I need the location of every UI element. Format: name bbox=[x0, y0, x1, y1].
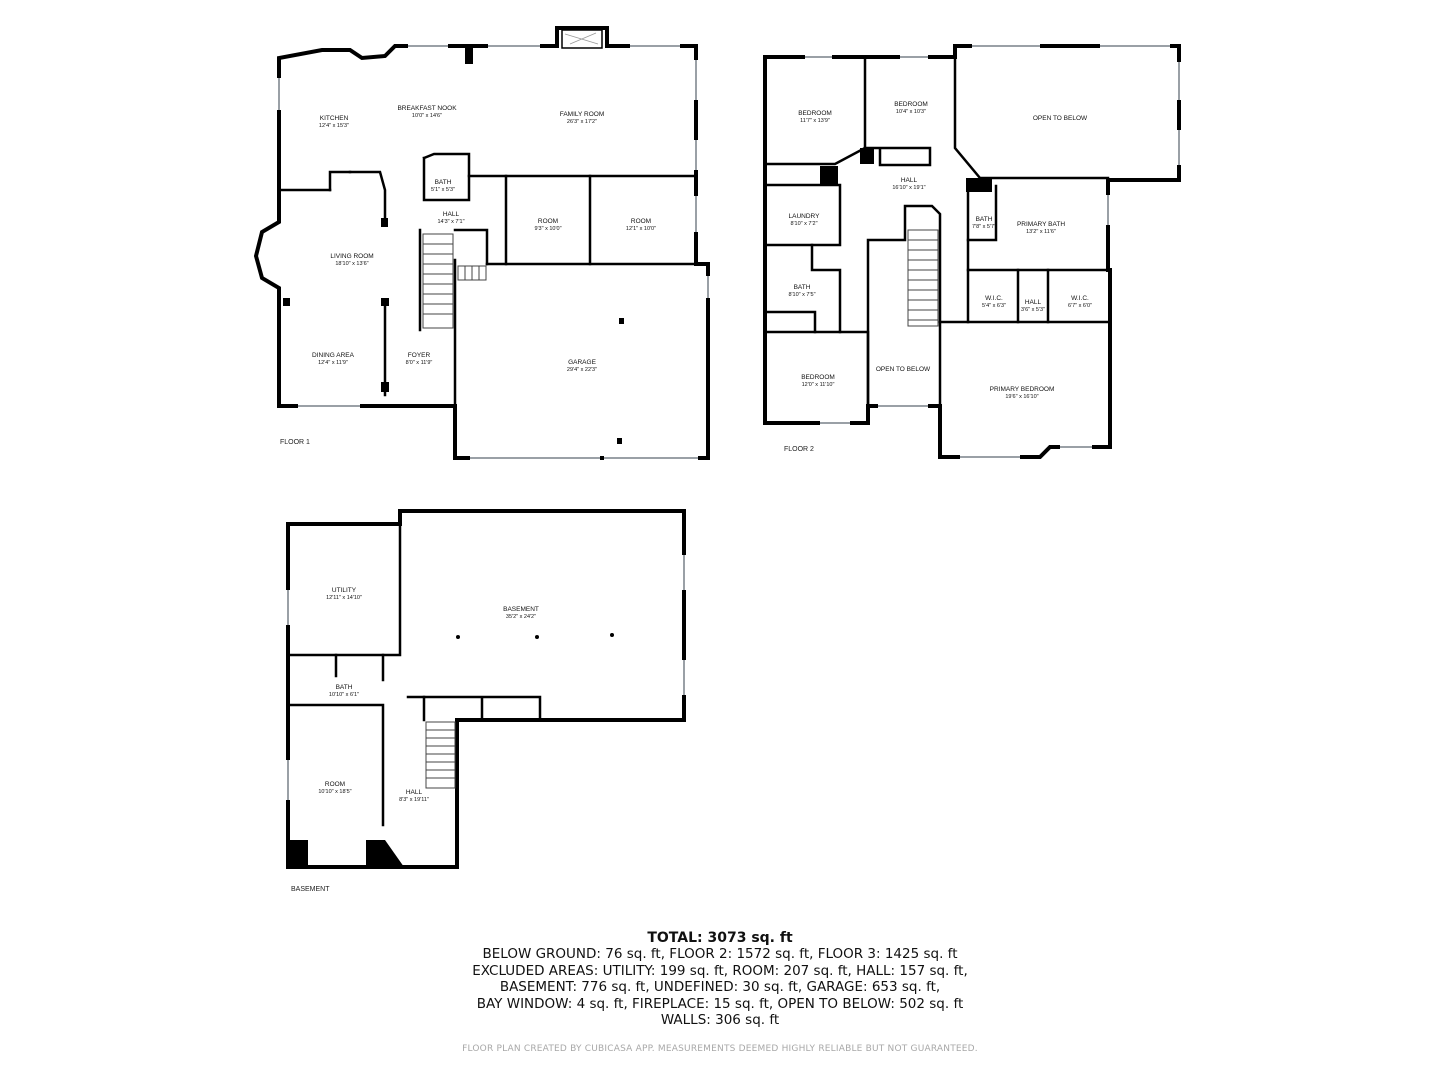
room-name: BREAKFAST NOOK bbox=[397, 105, 457, 112]
room-name: PRIMARY BEDROOM bbox=[990, 386, 1055, 393]
room-dims: 5'1" x 5'3" bbox=[431, 187, 455, 193]
room-name: OPEN TO BELOW bbox=[876, 366, 931, 373]
room-dims: 26'3" x 17'2" bbox=[567, 119, 597, 125]
room-dims: 12'4" x 15'3" bbox=[319, 123, 349, 129]
room-dims: 14'3" x 7'1" bbox=[437, 219, 464, 225]
room-name: BEDROOM bbox=[798, 110, 832, 117]
room-name: GARAGE bbox=[568, 359, 596, 366]
basement-plan: UTILITY 12'11" x 14'10" BASEMENT 35'2" x… bbox=[285, 509, 687, 893]
room-name: HALL bbox=[901, 177, 918, 184]
room-name: BATH bbox=[336, 684, 353, 691]
room-name: FAMILY ROOM bbox=[560, 111, 605, 118]
room-name: KITCHEN bbox=[320, 115, 349, 122]
room-name: ROOM bbox=[538, 218, 558, 225]
summary-line: BAY WINDOW: 4 sq. ft, FIREPLACE: 15 sq. … bbox=[476, 995, 964, 1012]
room-dims: 7'8" x 5'7" bbox=[972, 224, 996, 230]
room-dims: 18'10" x 13'6" bbox=[335, 261, 368, 267]
room-dims: 8'10" x 7'2" bbox=[790, 221, 817, 227]
room-dims: 8'3" x 19'11" bbox=[399, 797, 429, 803]
room-dims: 12'11" x 14'10" bbox=[326, 595, 362, 601]
room-name: OPEN TO BELOW bbox=[1033, 115, 1088, 122]
room-name: PRIMARY BATH bbox=[1017, 221, 1065, 228]
room-name: FOYER bbox=[408, 352, 431, 359]
room-name: ROOM bbox=[631, 218, 651, 225]
room-name: LAUNDRY bbox=[789, 213, 821, 220]
room-dims: 8'0" x 11'9" bbox=[406, 360, 433, 366]
room-dims: 10'4" x 10'3" bbox=[896, 109, 926, 115]
room-name: ROOM bbox=[325, 781, 345, 788]
floor-label: FLOOR 1 bbox=[280, 439, 310, 446]
room-name: BATH bbox=[794, 284, 811, 291]
total-area: TOTAL: 3073 sq. ft bbox=[647, 930, 793, 946]
room-dims: 9'3" x 10'0" bbox=[534, 226, 561, 232]
room-dims: 12'0" x 11'10" bbox=[802, 382, 835, 388]
room-dims: 16'10" x 19'1" bbox=[892, 185, 925, 191]
floor-2-plan: BEDROOM 11'7" x 13'9" BEDROOM 10'4" x 10… bbox=[763, 43, 1182, 460]
room-name: BATH bbox=[976, 216, 993, 223]
room-name: UTILITY bbox=[332, 587, 357, 594]
room-dims: 35'2" x 24'2" bbox=[506, 614, 536, 620]
room-dims: 5'4" x 6'3" bbox=[982, 303, 1006, 309]
floor-1-plan: KITCHEN 12'4" x 15'3" BREAKFAST NOOK 10'… bbox=[253, 26, 711, 461]
room-dims: 3'6" x 5'3" bbox=[1021, 307, 1045, 313]
room-name: W.I.C. bbox=[1071, 295, 1089, 302]
room-name: W.I.C. bbox=[985, 295, 1003, 302]
summary-line: BASEMENT: 776 sq. ft, UNDEFINED: 30 sq. … bbox=[499, 979, 941, 996]
room-dims: 10'10" x 6'1" bbox=[329, 692, 359, 698]
room-dims: 19'6" x 16'10" bbox=[1005, 394, 1038, 400]
room-name: BATH bbox=[435, 179, 452, 186]
room-name: LIVING ROOM bbox=[330, 253, 373, 260]
room-dims: 12'4" x 11'9" bbox=[318, 360, 348, 366]
room-dims: 8'10" x 7'5" bbox=[788, 292, 815, 298]
room-name: HALL bbox=[1025, 299, 1042, 306]
room-name: HALL bbox=[443, 211, 460, 218]
summary-line: BELOW GROUND: 76 sq. ft, FLOOR 2: 1572 s… bbox=[482, 946, 958, 963]
room-dims: 29'4" x 22'3" bbox=[567, 367, 597, 373]
floor-plan-drawing: KITCHEN 12'4" x 15'3" BREAKFAST NOOK 10'… bbox=[253, 26, 1182, 893]
room-dims: 6'7" x 6'0" bbox=[1068, 303, 1092, 309]
room-dims: 12'1" x 10'0" bbox=[626, 226, 656, 232]
area-summary: TOTAL: 3073 sq. ft BELOW GROUND: 76 sq. … bbox=[0, 930, 1440, 1028]
room-dims: 10'0" x 14'6" bbox=[412, 113, 442, 119]
disclaimer-text: FLOOR PLAN CREATED BY CUBICASA APP. MEAS… bbox=[462, 1044, 978, 1054]
room-name: BEDROOM bbox=[894, 101, 928, 108]
room-dims: 13'2" x 11'6" bbox=[1026, 229, 1056, 235]
room-name: HALL bbox=[406, 789, 423, 796]
room-name: DINING AREA bbox=[312, 352, 355, 359]
summary-line: WALLS: 306 sq. ft bbox=[660, 1012, 780, 1029]
floor-label: FLOOR 2 bbox=[784, 446, 814, 453]
room-dims: 10'10" x 18'5" bbox=[318, 789, 351, 795]
floor-label: BASEMENT bbox=[291, 886, 330, 893]
room-name: BEDROOM bbox=[801, 374, 835, 381]
summary-line: EXCLUDED AREAS: UTILITY: 199 sq. ft, ROO… bbox=[472, 962, 968, 979]
room-dims: 11'7" x 13'9" bbox=[800, 118, 830, 124]
room-name: BASEMENT bbox=[503, 606, 539, 613]
